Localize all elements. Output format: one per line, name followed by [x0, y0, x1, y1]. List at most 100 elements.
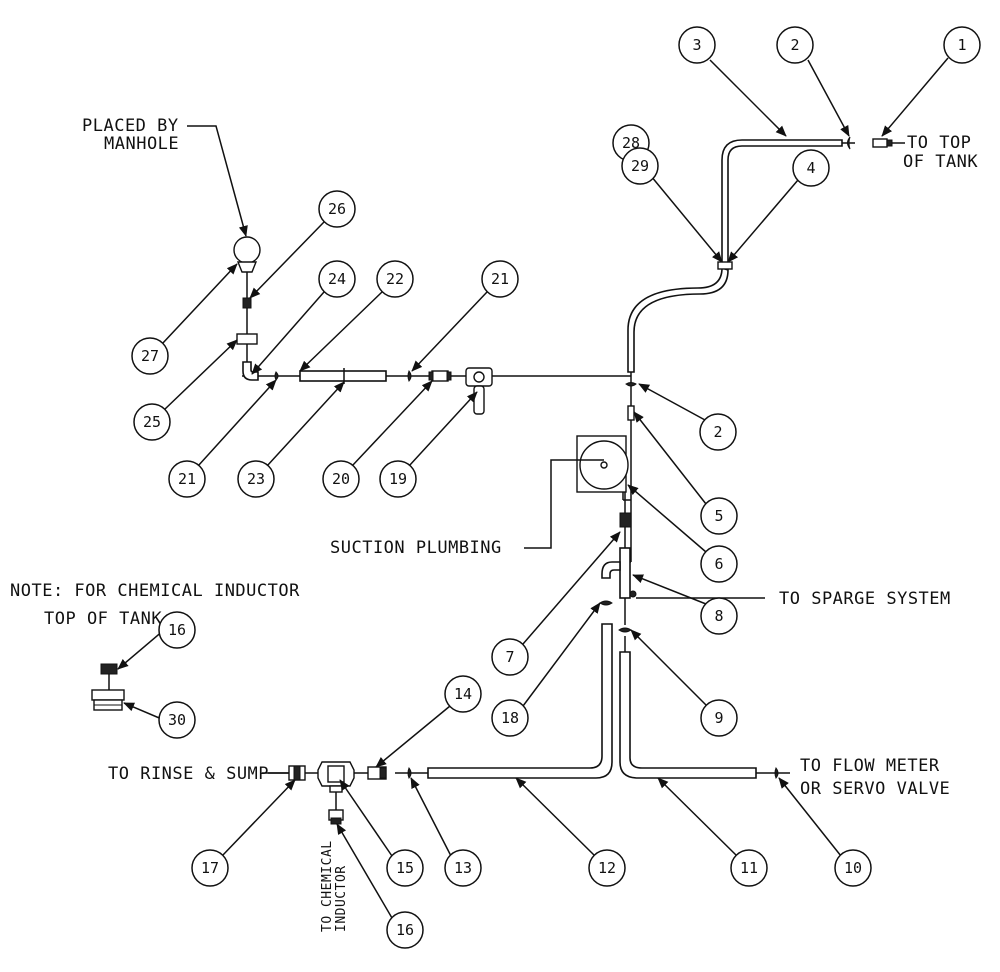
svg-text:17: 17	[201, 859, 219, 877]
svg-text:25: 25	[143, 413, 161, 431]
to-rinse-label: TO RINSE & SUMP	[108, 764, 269, 784]
fitting-5	[627, 405, 635, 421]
callout-10: 10	[834, 849, 872, 887]
fitting-20	[431, 370, 449, 382]
svg-text:24: 24	[328, 270, 346, 288]
svg-text:13: 13	[454, 859, 472, 877]
clamp-2-top	[847, 136, 851, 150]
svg-text:29: 29	[631, 157, 649, 175]
note-label: NOTE: FOR CHEMICAL INDUCTOR	[10, 581, 300, 601]
callout-9: 9	[700, 699, 738, 737]
leader-lines	[117, 57, 949, 919]
svg-text:10: 10	[844, 859, 862, 877]
callout-27: 27	[131, 337, 169, 375]
callout-29: 29	[621, 147, 659, 185]
callout-16-note: 16	[158, 611, 196, 649]
hose-top-tank	[721, 139, 843, 267]
barb-fitting-1	[872, 138, 888, 148]
svg-text:14: 14	[454, 685, 472, 703]
adapter-30	[91, 689, 125, 701]
callout-19: 19	[379, 460, 417, 498]
callout-2-mid: 2	[699, 413, 737, 451]
svg-text:5: 5	[714, 507, 723, 525]
to-flow-meter-label: TO FLOW METER	[800, 756, 940, 776]
callout-13: 13	[444, 849, 482, 887]
svg-text:15: 15	[396, 859, 414, 877]
servo-valve-label: OR SERVO VALVE	[800, 779, 950, 799]
clamp-28-29-4	[717, 261, 733, 270]
svg-text:19: 19	[389, 470, 407, 488]
svg-text:28: 28	[622, 134, 640, 152]
to-chemical-label: TO CHEMICAL	[320, 840, 335, 932]
svg-text:8: 8	[714, 607, 723, 625]
svg-text:26: 26	[328, 200, 346, 218]
callout-24: 24	[318, 260, 356, 298]
svg-text:3: 3	[692, 36, 701, 54]
callout-11: 11	[730, 849, 768, 887]
fitting-16-note	[100, 663, 118, 675]
hose-12	[427, 623, 613, 779]
callout-6: 6	[700, 545, 738, 583]
inductor-label: INDUCTOR	[334, 865, 349, 932]
manhole-cover-27	[233, 236, 261, 264]
svg-text:30: 30	[168, 711, 186, 729]
to-top-label: TO TOP	[907, 133, 971, 153]
svg-text:22: 22	[386, 270, 404, 288]
svg-text:16: 16	[396, 921, 414, 939]
hose-22	[299, 370, 387, 382]
callout-22: 22	[376, 260, 414, 298]
adapter-25	[236, 333, 258, 345]
callout-14: 14	[444, 675, 482, 713]
svg-text:2: 2	[713, 423, 722, 441]
clamp-21-right	[407, 370, 412, 382]
svg-text:16: 16	[168, 621, 186, 639]
callout-15: 15	[386, 849, 424, 887]
union-7	[619, 512, 632, 528]
callout-1: 1	[943, 26, 981, 64]
hose-11	[619, 651, 757, 779]
to-sparge-label: TO SPARGE SYSTEM	[779, 589, 951, 609]
svg-text:6: 6	[714, 555, 723, 573]
callout-5: 5	[700, 497, 738, 535]
callout-7: 7	[491, 638, 529, 676]
callout-30: 30	[158, 701, 196, 739]
piping	[91, 136, 905, 825]
text-labels: PLACED BY MANHOLE TO TOP OF TANK SUCTION…	[10, 116, 978, 932]
callout-2-top: 2	[776, 26, 814, 64]
callout-18: 18	[491, 699, 529, 737]
fitting-26	[242, 297, 252, 309]
elbow-24	[242, 361, 259, 381]
clamp-21-left	[274, 371, 279, 381]
svg-text:12: 12	[598, 859, 616, 877]
callout-21-bottom: 21	[168, 460, 206, 498]
svg-text:23: 23	[247, 470, 265, 488]
svg-text:27: 27	[141, 347, 159, 365]
svg-text:2: 2	[790, 36, 799, 54]
tee-8	[619, 547, 631, 599]
clamp-2-mid	[625, 382, 637, 387]
svg-text:18: 18	[501, 709, 519, 727]
hose-s-bend	[627, 266, 729, 373]
callout-4: 4	[792, 149, 830, 187]
svg-text:11: 11	[740, 859, 758, 877]
manhole-label: MANHOLE	[104, 134, 179, 154]
of-tank-label: OF TANK	[903, 152, 978, 172]
callout-12: 12	[588, 849, 626, 887]
callout-16-bottom: 16	[386, 911, 424, 949]
clamp-9	[618, 627, 632, 633]
callout-8: 8	[700, 597, 738, 635]
note-top-of-tank-label: TOP OF TANK	[44, 609, 162, 629]
svg-text:9: 9	[714, 709, 723, 727]
svg-text:20: 20	[332, 470, 350, 488]
svg-text:1: 1	[957, 36, 966, 54]
callout-17: 17	[191, 849, 229, 887]
callout-23: 23	[237, 460, 275, 498]
svg-text:7: 7	[505, 648, 514, 666]
callout-20: 20	[322, 460, 360, 498]
svg-text:21: 21	[491, 270, 509, 288]
svg-text:21: 21	[178, 470, 196, 488]
callout-3: 3	[678, 26, 716, 64]
placed-by-label: PLACED BY	[82, 116, 179, 136]
suction-plumbing-label: SUCTION PLUMBING	[330, 538, 502, 558]
